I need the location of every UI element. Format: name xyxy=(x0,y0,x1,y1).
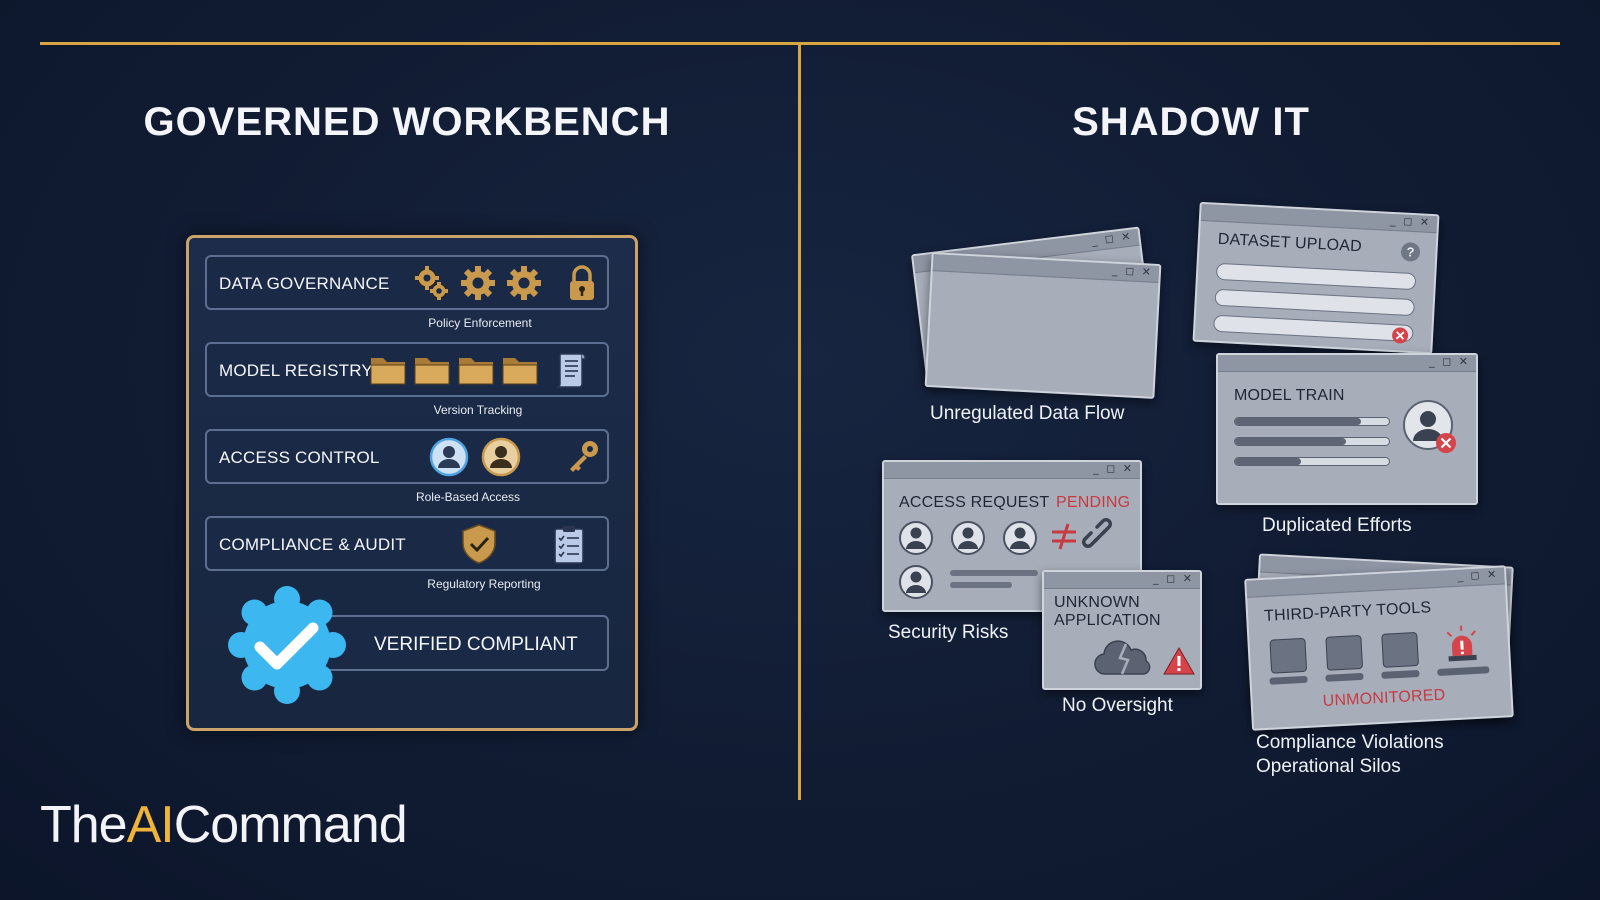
caption-compliance-violations: Compliance Violations xyxy=(1256,732,1444,753)
placeholder-line xyxy=(950,570,1038,576)
brand-the: The xyxy=(40,796,128,854)
window-controls: _ ◻ ✕ xyxy=(1457,567,1499,583)
caption-security-risks: Security Risks xyxy=(888,622,1009,643)
user-error-icon xyxy=(1403,400,1456,453)
unknown-application-title-line1: UNKNOWN xyxy=(1054,594,1140,611)
window-third-party-tools: _ ◻ ✕ THIRD-PARTY TOOLS UNMONITORED xyxy=(1244,565,1514,731)
placeholder-line xyxy=(950,582,1012,588)
row-data-governance: DATA GOVERNANCE xyxy=(205,255,609,310)
user-avatar-icon xyxy=(899,521,933,555)
clipboard-checklist-icon xyxy=(554,526,584,564)
user-avatar-icon xyxy=(1003,521,1037,555)
row-icons xyxy=(412,263,602,303)
user-avatar-icon xyxy=(951,521,985,555)
progress-fill xyxy=(1235,418,1362,425)
padlock-icon xyxy=(570,265,594,300)
caption-regulatory-reporting: Regulatory Reporting xyxy=(427,577,541,591)
row-icons xyxy=(459,524,589,564)
brand-command: Command xyxy=(173,796,408,854)
key-icon xyxy=(570,441,598,472)
model-train-title: MODEL TRAIN xyxy=(1234,387,1345,404)
row-label: DATA GOVERNANCE xyxy=(219,274,390,293)
progress-fill xyxy=(1235,458,1302,465)
error-icon xyxy=(1392,327,1409,344)
heading-governed-workbench: GOVERNED WORKBENCH xyxy=(143,100,671,144)
window-unregulated-data-flow: _ ◻ ✕ xyxy=(924,252,1162,399)
user-avatar-icon xyxy=(481,437,521,477)
folder-icon xyxy=(458,358,494,385)
top-gold-line xyxy=(40,42,1560,45)
gear-icon xyxy=(461,266,495,300)
caption-role-based-access: Role-Based Access xyxy=(415,490,521,504)
upload-field xyxy=(1215,262,1417,291)
window-controls: _ ◻ ✕ xyxy=(1093,462,1134,475)
window-dataset-upload: _ ◻ ✕ DATASET UPLOAD ? xyxy=(1192,201,1440,355)
caption-operational-silos: Operational Silos xyxy=(1256,756,1401,777)
folder-icon xyxy=(502,358,538,385)
placeholder-line xyxy=(1381,669,1420,679)
brand-ai: AI xyxy=(126,796,175,854)
placeholder-line xyxy=(1437,666,1490,676)
verified-compliant-label: VERIFIED COMPLIANT xyxy=(374,634,578,655)
access-request-status: PENDING xyxy=(1056,494,1131,511)
help-icon: ? xyxy=(1400,242,1420,262)
row-label: ACCESS CONTROL xyxy=(219,448,380,467)
folder-icon xyxy=(414,358,450,385)
verified-badge-icon xyxy=(228,586,346,704)
placeholder-line xyxy=(1325,672,1364,682)
broken-cloud-icon xyxy=(1094,640,1151,675)
tool-tile xyxy=(1269,637,1308,674)
tool-tile xyxy=(1325,634,1364,671)
progress-bar xyxy=(1234,437,1390,446)
broken-link-icon xyxy=(1082,518,1112,548)
row-icons xyxy=(429,437,603,477)
user-avatars-group xyxy=(899,521,1037,555)
shield-check-icon xyxy=(462,524,496,564)
row-compliance-audit: COMPLIANCE & AUDIT xyxy=(205,516,609,571)
third-party-tools-title: THIRD-PARTY TOOLS xyxy=(1263,599,1432,625)
gears-icon xyxy=(415,266,448,300)
dataset-upload-title: DATASET UPLOAD xyxy=(1217,230,1363,256)
window-controls: _ ◻ ✕ xyxy=(1389,213,1432,229)
caption-duplicated-efforts: Duplicated Efforts xyxy=(1262,515,1412,536)
progress-bar xyxy=(1234,417,1390,426)
caption-version-tracking: Version Tracking xyxy=(433,403,523,417)
window-controls: _ ◻ ✕ xyxy=(1429,355,1470,368)
unknown-application-title-line2: APPLICATION xyxy=(1054,612,1161,629)
caption-policy-enforcement: Policy Enforcement xyxy=(428,316,532,330)
window-controls: _ ◻ ✕ xyxy=(1153,572,1194,585)
upload-field xyxy=(1213,314,1414,343)
user-avatar-icon xyxy=(429,437,469,477)
warning-icon xyxy=(1163,646,1195,675)
user-avatar-icon xyxy=(899,565,933,599)
heading-shadow-it: SHADOW IT xyxy=(1072,100,1310,144)
unmonitored-status: UNMONITORED xyxy=(1322,686,1446,711)
tool-tile xyxy=(1381,631,1419,668)
caption-unregulated-data-flow: Unregulated Data Flow xyxy=(930,403,1125,424)
verified-compliant-row: VERIFIED COMPLIANT xyxy=(300,615,609,671)
center-divider xyxy=(798,44,801,800)
window-controls: _ ◻ ✕ xyxy=(1111,263,1154,279)
not-equal-icon xyxy=(1052,523,1076,550)
row-access-control: ACCESS CONTROL xyxy=(205,429,609,484)
document-scroll-icon xyxy=(556,353,586,388)
row-model-registry: MODEL REGISTRY xyxy=(205,342,609,397)
gear-icon xyxy=(507,266,541,300)
upload-field xyxy=(1214,288,1416,317)
progress-fill xyxy=(1235,438,1346,445)
folder-icon xyxy=(370,358,406,385)
row-label: COMPLIANCE & AUDIT xyxy=(219,535,406,554)
placeholder-line xyxy=(1269,675,1308,685)
caption-no-oversight: No Oversight xyxy=(1062,695,1173,716)
window-unknown-application: _ ◻ ✕ UNKNOWN APPLICATION xyxy=(1042,570,1202,690)
brand-logo: TheAICommand xyxy=(40,795,408,855)
access-request-title: ACCESS REQUEST xyxy=(899,494,1050,511)
row-label: MODEL REGISTRY xyxy=(219,361,373,380)
progress-bar xyxy=(1234,457,1390,466)
window-model-train: _ ◻ ✕ MODEL TRAIN xyxy=(1216,353,1478,505)
alarm-siren-icon xyxy=(1446,625,1477,662)
row-icons xyxy=(369,350,591,390)
svg-text:?: ? xyxy=(1406,244,1415,259)
